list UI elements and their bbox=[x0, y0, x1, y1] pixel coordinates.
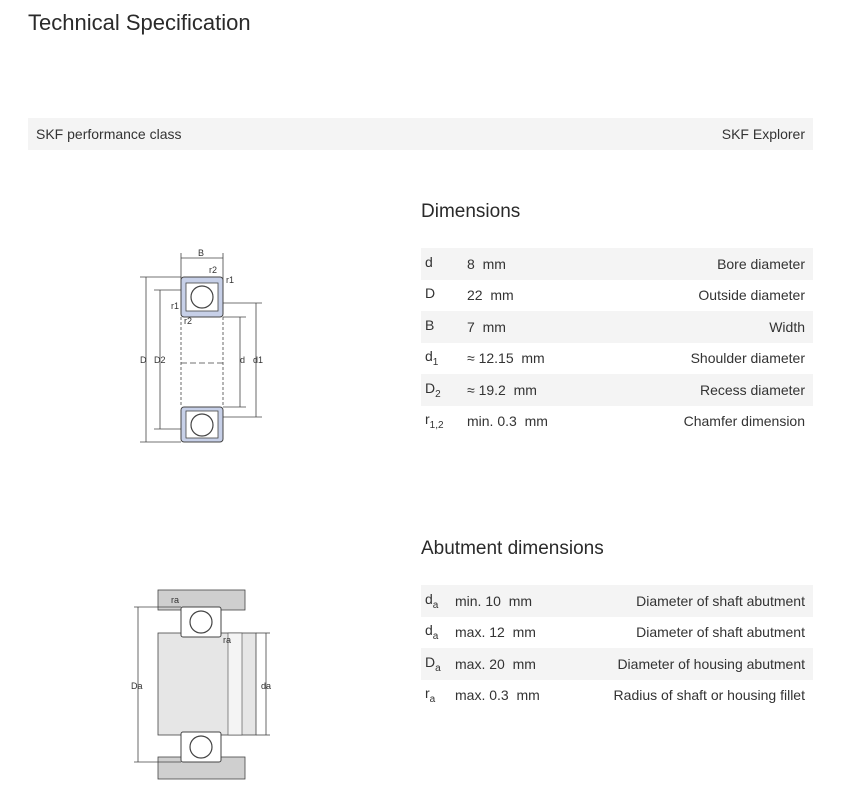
performance-class-value: SKF Explorer bbox=[721, 126, 805, 142]
row-description: Diameter of shaft abutment bbox=[636, 624, 805, 641]
row-description: Chamfer dimension bbox=[683, 413, 805, 430]
table-row: d1 ≈ 12.15 mm Shoulder diameter bbox=[421, 343, 813, 375]
dimensions-heading: Dimensions bbox=[421, 201, 521, 222]
performance-class-bar: SKF performance class SKF Explorer bbox=[28, 118, 813, 150]
row-symbol: D2 bbox=[421, 374, 467, 406]
label-ra-top: ra bbox=[171, 595, 179, 605]
row-description: Diameter of shaft abutment bbox=[561, 585, 813, 617]
table-row: D2 ≈ 19.2 mm Recess diameter bbox=[421, 374, 813, 406]
row-symbol: ra bbox=[425, 685, 436, 706]
abutment-heading: Abutment dimensions bbox=[421, 538, 604, 559]
row-value: max. 20 mm bbox=[455, 648, 562, 680]
table-row: B 7 mm Width bbox=[421, 311, 813, 343]
label-ra-right: ra bbox=[223, 635, 231, 645]
row-description: Recess diameter bbox=[600, 374, 813, 406]
row-symbol: B bbox=[421, 311, 467, 343]
row-description: Width bbox=[600, 311, 813, 343]
row-symbol: d1 bbox=[425, 348, 439, 369]
row-symbol: da bbox=[421, 585, 455, 617]
row-symbol: d bbox=[421, 248, 467, 280]
row-description: Shoulder diameter bbox=[690, 350, 805, 367]
row-value: min. 0.3 mm bbox=[467, 413, 548, 430]
label-Da: Da bbox=[131, 681, 143, 691]
row-value: max. 12 mm bbox=[455, 624, 536, 641]
label-B: B bbox=[198, 248, 204, 258]
row-symbol: D bbox=[425, 285, 436, 302]
row-symbol: da bbox=[425, 622, 439, 643]
label-da: da bbox=[261, 681, 271, 691]
table-row: Da max. 20 mm Diameter of housing abutme… bbox=[421, 648, 813, 680]
row-value: 7 mm bbox=[467, 311, 601, 343]
label-r2-top: r2 bbox=[209, 265, 217, 275]
row-value: 22 mm bbox=[467, 287, 514, 304]
label-r1-right: r1 bbox=[226, 275, 234, 285]
row-value: min. 10 mm bbox=[455, 585, 562, 617]
row-value: max. 0.3 mm bbox=[455, 687, 540, 704]
performance-class-label: SKF performance class bbox=[36, 126, 182, 142]
page-title: Technical Specification bbox=[28, 10, 251, 35]
row-description: Diameter of housing abutment bbox=[561, 648, 813, 680]
table-row: d 8 mm Bore diameter bbox=[421, 248, 813, 280]
abutment-dimensions-drawing: ra ra Da da bbox=[131, 589, 271, 780]
table-row: da max. 12 mm Diameter of shaft abutment bbox=[421, 617, 813, 649]
table-row: r1,2 min. 0.3 mm Chamfer dimension bbox=[421, 406, 813, 438]
table-row: da min. 10 mm Diameter of shaft abutment bbox=[421, 585, 813, 617]
table-row: D 22 mm Outside diameter bbox=[421, 280, 813, 312]
row-description: Bore diameter bbox=[600, 248, 813, 280]
row-symbol: Da bbox=[421, 648, 455, 680]
row-description: Radius of shaft or housing fillet bbox=[613, 687, 805, 704]
row-value: 8 mm bbox=[467, 248, 601, 280]
label-d: d bbox=[240, 355, 245, 365]
label-d1: d1 bbox=[253, 355, 263, 365]
label-r1-left: r1 bbox=[171, 301, 179, 311]
row-description: Outside diameter bbox=[698, 287, 805, 304]
bearing-dimensions-drawing: B r2 r1 r1 r2 D D2 d d1 bbox=[140, 248, 263, 443]
row-value: ≈ 12.15 mm bbox=[467, 350, 545, 367]
label-D2: D2 bbox=[154, 355, 166, 365]
abutment-table: da min. 10 mm Diameter of shaft abutment… bbox=[421, 585, 813, 711]
row-symbol: r1,2 bbox=[425, 411, 444, 432]
table-row: ra max. 0.3 mm Radius of shaft or housin… bbox=[421, 680, 813, 712]
label-D: D bbox=[140, 355, 147, 365]
dimensions-table: d 8 mm Bore diameter D 22 mm Outside dia… bbox=[421, 248, 813, 437]
row-value: ≈ 19.2 mm bbox=[467, 374, 601, 406]
label-r2-inner: r2 bbox=[184, 316, 192, 326]
